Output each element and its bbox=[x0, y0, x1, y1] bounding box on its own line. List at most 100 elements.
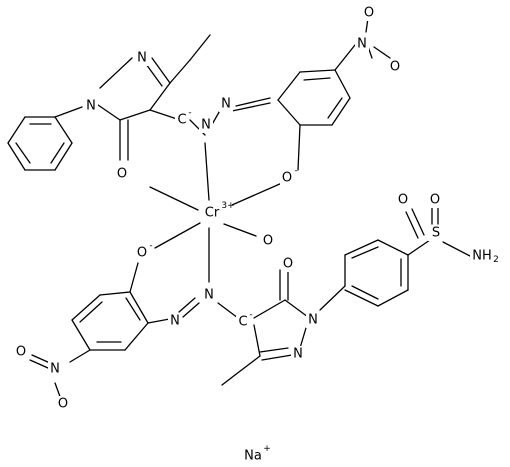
atom-label-n5: N bbox=[204, 288, 214, 303]
bond bbox=[319, 285, 346, 311]
bond bbox=[235, 97, 271, 107]
bond bbox=[253, 299, 286, 319]
atom-label-c-anion-upper: C bbox=[177, 113, 186, 128]
bond bbox=[377, 289, 409, 307]
atom-label-n4: N bbox=[221, 97, 231, 112]
bond bbox=[69, 349, 91, 363]
bond bbox=[129, 262, 139, 293]
charge-minus: - bbox=[188, 108, 191, 118]
bond bbox=[189, 34, 211, 61]
bond bbox=[169, 59, 191, 84]
bond bbox=[407, 239, 431, 256]
atom-label-o-sulfonyl-2: O bbox=[430, 193, 440, 208]
bond bbox=[99, 57, 133, 89]
bond bbox=[54, 116, 73, 144]
bond bbox=[297, 124, 301, 171]
atom-label-c-anion-lower: C bbox=[238, 315, 247, 330]
bond bbox=[217, 302, 239, 319]
bond bbox=[373, 46, 391, 59]
bond bbox=[204, 142, 210, 201]
atom-label-sulfur: S bbox=[432, 226, 440, 241]
atom-label-o-nitro-upper-1: O bbox=[364, 6, 374, 21]
bond bbox=[344, 289, 379, 307]
bond bbox=[129, 291, 149, 324]
bond bbox=[71, 319, 91, 351]
atom-label-n6: N bbox=[170, 314, 180, 329]
bond bbox=[178, 297, 196, 313]
bond bbox=[99, 291, 131, 296]
bond bbox=[79, 301, 103, 323]
bond bbox=[303, 77, 331, 81]
atom-label-n-nitro-upper: N bbox=[357, 37, 367, 52]
atom-label-n-nitro-lower: N bbox=[50, 362, 60, 377]
atom-label-o-nitro-lower-2: O bbox=[58, 397, 68, 412]
bond bbox=[344, 239, 379, 256]
bond bbox=[149, 186, 199, 211]
charge-minus: - bbox=[249, 310, 252, 320]
bond bbox=[125, 297, 141, 321]
atom-label-o-carbonyl-lower: O bbox=[283, 257, 293, 272]
bond-lines bbox=[7, 17, 471, 403]
bond bbox=[7, 116, 26, 144]
bond bbox=[334, 44, 356, 71]
bond bbox=[377, 239, 409, 256]
bond bbox=[151, 57, 171, 84]
charge-minus: - bbox=[149, 241, 152, 251]
atom-label-o-sulfonyl-1: O bbox=[398, 193, 408, 208]
atom-label-n7: N bbox=[308, 313, 318, 328]
chromium-charge: 3+ bbox=[221, 201, 234, 211]
bond bbox=[182, 302, 200, 318]
bond bbox=[299, 327, 307, 349]
atom-label-n3: N bbox=[201, 118, 211, 133]
amino-subscript: 2 bbox=[493, 255, 499, 265]
bond bbox=[277, 71, 301, 101]
atom-label-o-phenolate-lower: O bbox=[137, 246, 147, 261]
bond bbox=[327, 97, 343, 119]
atom-labels: N N C - N N O O - N O O Cr 3+ O - O O N bbox=[14, 5, 500, 464]
bond bbox=[231, 182, 283, 206]
charge-minus: - bbox=[294, 166, 297, 176]
atom-label-chromium: Cr bbox=[205, 206, 220, 221]
counter-ion-element: Na bbox=[244, 449, 262, 464]
bond bbox=[29, 359, 49, 369]
bond bbox=[50, 142, 65, 164]
atom-label-n8: N bbox=[293, 347, 303, 362]
bond bbox=[124, 322, 149, 351]
bond bbox=[284, 299, 309, 318]
bond bbox=[261, 354, 293, 361]
bond bbox=[351, 246, 379, 259]
atom-label-o-keto-upper: O bbox=[117, 167, 127, 182]
atom-label-n1: N bbox=[86, 99, 96, 114]
bond bbox=[405, 211, 419, 239]
bond bbox=[277, 99, 301, 126]
atom-label-o-nitro-lower-1: O bbox=[16, 345, 26, 360]
bond bbox=[7, 142, 26, 171]
atom-label-o-keto-lower: O bbox=[263, 234, 273, 249]
bond bbox=[145, 63, 163, 87]
bond bbox=[54, 142, 73, 171]
bond bbox=[119, 109, 151, 121]
bond bbox=[149, 82, 171, 111]
bond bbox=[442, 241, 471, 257]
bond bbox=[253, 324, 261, 357]
bond bbox=[223, 223, 257, 237]
bond bbox=[299, 69, 336, 73]
atom-label-o-phenolate-upper: O bbox=[282, 171, 292, 186]
bond bbox=[15, 142, 31, 164]
bond bbox=[411, 208, 425, 236]
atom-label-o-nitro-upper-2: O bbox=[390, 60, 400, 75]
bond bbox=[221, 374, 236, 386]
bond bbox=[97, 104, 121, 121]
bond bbox=[234, 355, 261, 376]
bond bbox=[154, 222, 201, 249]
atom-label-n2: N bbox=[137, 51, 147, 66]
counter-ion-charge: + bbox=[263, 444, 271, 454]
atom-label-amino: NH bbox=[472, 249, 492, 264]
bond bbox=[331, 97, 351, 126]
bond bbox=[231, 102, 271, 112]
bond bbox=[259, 347, 289, 353]
bond bbox=[54, 106, 83, 118]
bond bbox=[351, 285, 379, 300]
bond bbox=[31, 354, 51, 364]
